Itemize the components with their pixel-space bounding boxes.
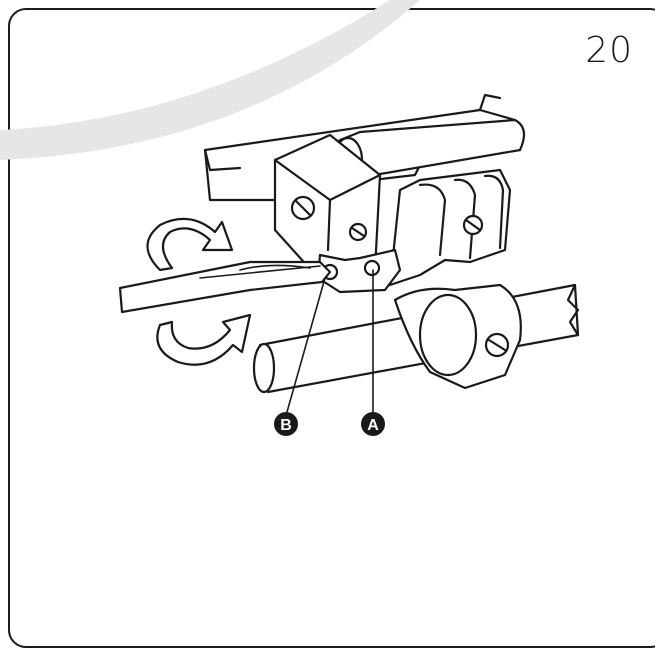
leader-b — [286, 277, 326, 413]
watermark-swoosh — [0, 0, 420, 160]
screwdriver — [118, 260, 332, 314]
callout-a: A — [361, 412, 385, 436]
linkage-plates — [388, 168, 512, 287]
figure-number: 20 — [585, 30, 633, 71]
callout-b: B — [274, 412, 298, 436]
rotate-arrow-top — [146, 217, 234, 272]
mechanism-illustration: B A — [0, 0, 580, 436]
rotate-arrow-bottom — [156, 313, 252, 366]
callout-a-label: A — [367, 417, 379, 434]
callout-b-label: B — [280, 417, 292, 434]
